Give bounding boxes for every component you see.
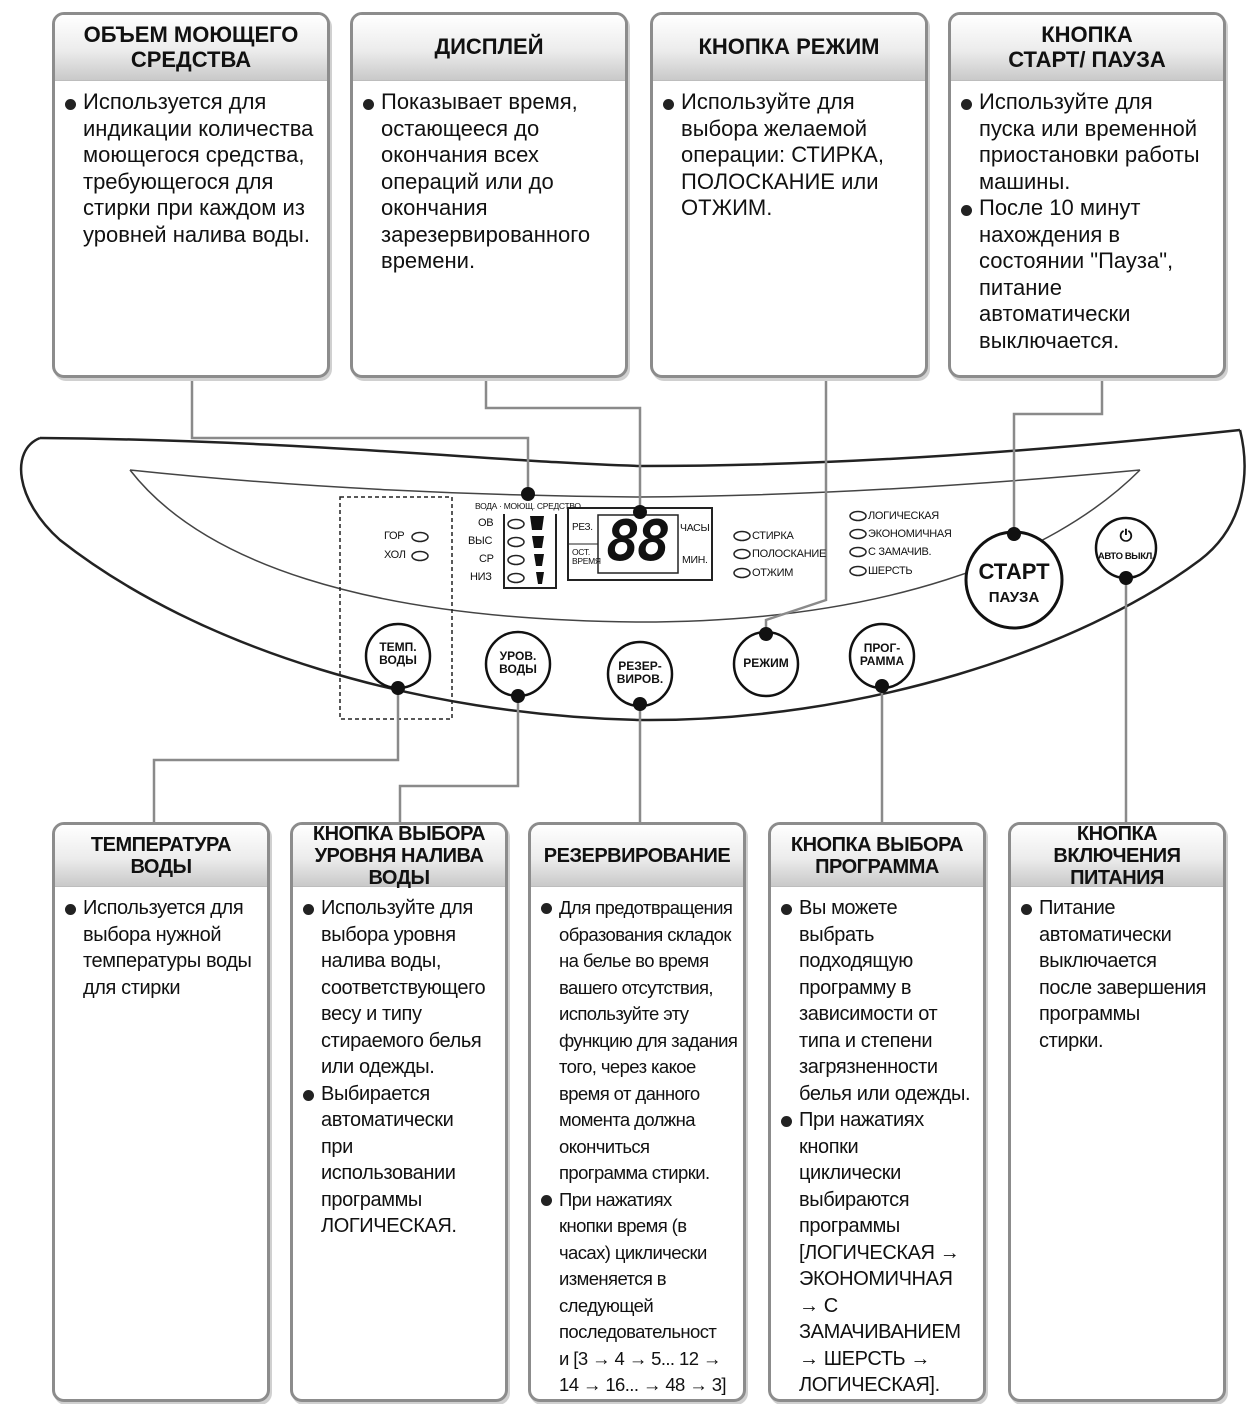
start-pause-sub-label: ПАУЗА: [988, 589, 1040, 606]
level-button[interactable]: УРОВ. ВОДЫ: [499, 649, 537, 676]
level-label-ov: ОВ: [478, 517, 494, 529]
level-bullet-1: Используйте для выбора уровня налива вод…: [303, 895, 501, 1081]
program-box: КНОПКА ВЫБОРА ПРОГРАММА Вы можете выбрат…: [768, 822, 986, 1402]
reserve-bullet-2: При нажатиях кнопки время (в часах) цикл…: [541, 1187, 739, 1399]
temp-box: ТЕМПЕРАТУРА ВОДЫ Используется для выбора…: [52, 822, 270, 1402]
display-reserve-label: РЕЗ.: [572, 522, 593, 533]
program-eco-label: ЭКОНОМИЧНАЯ: [868, 528, 952, 540]
mode-button[interactable]: РЕЖИМ: [743, 656, 789, 670]
temp-cold-label: ХОЛ: [384, 549, 406, 561]
display-box: ДИСПЛЕЙ Показывает время, остающееся до …: [350, 12, 628, 378]
detergent-bullet: Используется для индикации количества мо…: [65, 89, 323, 248]
mode-spin-label: ОТЖИМ: [752, 567, 794, 579]
power-box: КНОПКА ВКЛЮЧЕНИЯ ПИТАНИЯ Питание автомат…: [1008, 822, 1226, 1402]
detergent-title: ОБЪЕМ МОЮЩЕГО СРЕДСТВА: [55, 15, 327, 81]
power-icon: ⏻: [1119, 526, 1133, 545]
panel-outline-top: [39, 428, 1241, 468]
reserve-box: РЕЗЕРВИРОВАНИЕ Для предотвращения образо…: [528, 822, 746, 1402]
display-hours-label: ЧАСЫ: [680, 522, 710, 534]
reserve-button[interactable]: РЕЗЕР- ВИРОВ.: [616, 659, 664, 686]
program-bullet-1: Вы можете выбрать подходящую программу в…: [781, 895, 979, 1107]
detergent-box: ОБЪЕМ МОЮЩЕГО СРЕДСТВА Используется для …: [52, 12, 330, 378]
program-soak-label: С ЗАМАЧИВ.: [868, 546, 932, 558]
program-title: КНОПКА ВЫБОРА ПРОГРАММА: [771, 825, 983, 887]
mode-title: КНОПКА РЕЖИМ: [653, 15, 925, 81]
program-wool-label: ШЕРСТЬ: [868, 565, 913, 577]
temp-title: ТЕМПЕРАТУРА ВОДЫ: [55, 825, 267, 887]
program-bullet-2: При нажатиях кнопки циклически выбираютс…: [781, 1107, 979, 1399]
temp-button[interactable]: ТЕМП. ВОДЫ: [379, 640, 417, 667]
display-remaining-label: ОСТ. ВРЕМЯ: [572, 547, 601, 566]
level-title: КНОПКА ВЫБОРА УРОВНЯ НАЛИВА ВОДЫ: [293, 825, 505, 889]
power-bullet: Питание автоматически выключается после …: [1021, 895, 1219, 1054]
power-button[interactable]: АВТО ВЫКЛ.: [1097, 551, 1155, 562]
level-box: КНОПКА ВЫБОРА УРОВНЯ НАЛИВА ВОДЫ Использ…: [290, 822, 508, 1402]
mode-wash-label: СТИРКА: [752, 530, 794, 542]
mode-rinse-label: ПОЛОСКАНИЕ: [752, 548, 826, 560]
level-label-high: ВЫС: [468, 535, 493, 547]
mode-bullet: Используйте для выбора желаемой операции…: [663, 89, 921, 222]
level-label-low: НИЗ: [470, 571, 492, 583]
program-logical-label: ЛОГИЧЕСКАЯ: [868, 510, 939, 522]
temp-hot-label: ГОР: [384, 530, 405, 542]
start-title: КНОПКА СТАРТ/ ПАУЗА: [951, 15, 1223, 81]
program-button[interactable]: ПРОГ- РАММА: [859, 641, 905, 668]
start-pause-button[interactable]: СТАРТ: [978, 559, 1050, 584]
start-bullet-1: Используйте для пуска или временной прио…: [961, 89, 1219, 195]
start-bullet-2: После 10 минут нахождения в состоянии "П…: [961, 195, 1219, 354]
display-minutes-label: МИН.: [682, 554, 708, 566]
power-title: КНОПКА ВКЛЮЧЕНИЯ ПИТАНИЯ: [1011, 825, 1223, 889]
reserve-bullet-1: Для предотвращения образования складок н…: [541, 895, 739, 1187]
level-bullet-2: Выбирается автоматически при использован…: [303, 1081, 501, 1240]
level-label-mid: СР: [479, 553, 494, 565]
display-title: ДИСПЛЕЙ: [353, 15, 625, 81]
level-header: ВОДА · МОЮЩ. СРЕДСТВО: [475, 501, 581, 511]
start-box: КНОПКА СТАРТ/ ПАУЗА Используйте для пуск…: [948, 12, 1226, 378]
reserve-title: РЕЗЕРВИРОВАНИЕ: [531, 825, 743, 887]
temp-bullet: Используется для выбора нужной температу…: [65, 895, 263, 1001]
display-bullet: Показывает время, остающееся до окончани…: [363, 89, 621, 275]
mode-box: КНОПКА РЕЖИМ Используйте для выбора жела…: [650, 12, 928, 378]
display-digits: 88: [606, 509, 670, 574]
